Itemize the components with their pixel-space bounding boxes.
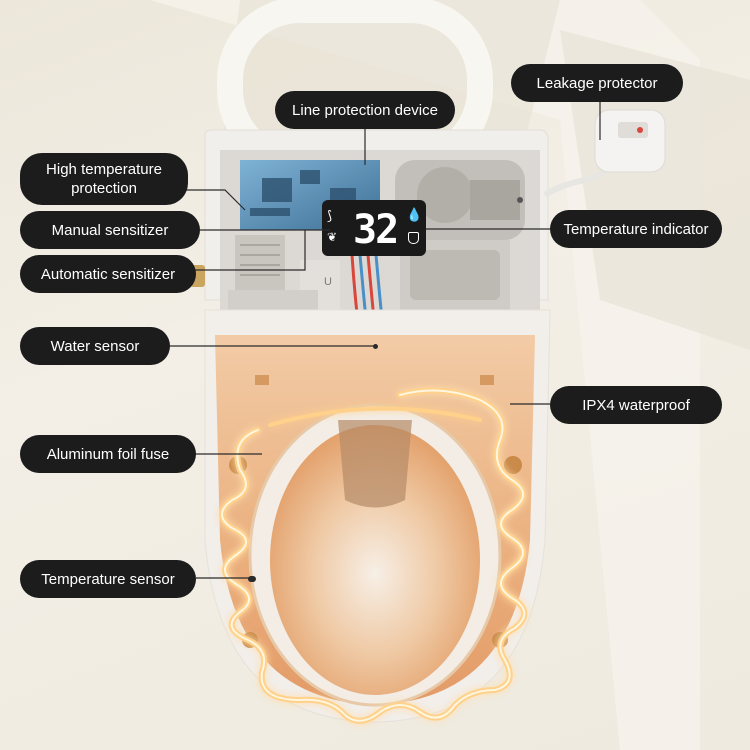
label-line-protection-device: Line protection device: [275, 91, 455, 129]
label-temperature-sensor: Temperature sensor: [20, 560, 196, 598]
temperature-display: [322, 200, 426, 256]
label-leakage-protector: Leakage protector: [511, 64, 683, 102]
water-drop-icon: 💧: [406, 207, 423, 222]
heating-wire: [219, 387, 528, 724]
leaf-eco-icon: ❦: [327, 230, 338, 244]
label-aluminum-foil-fuse: Aluminum foil fuse: [20, 435, 196, 473]
seat-heat-icon: ⟆: [327, 208, 333, 223]
label-water-sensor: Water sensor: [20, 327, 170, 365]
toilet-body: [204, 309, 551, 723]
shield-icon: [408, 232, 419, 244]
label-automatic-sensitizer: Automatic sensitizer: [20, 255, 196, 293]
temperature-sensor-dot: [248, 576, 256, 582]
water-sensor-dot: [373, 344, 378, 349]
label-high-temperature-protection: High temperature protection: [20, 153, 188, 205]
label-ipx4-waterproof: IPX4 waterproof: [550, 386, 722, 424]
leakage-protector-plug: [543, 109, 666, 198]
temperature-readout: 32: [353, 207, 399, 253]
label-manual-sensitizer: Manual sensitizer: [20, 211, 200, 249]
label-temperature-indicator: Temperature indicator: [550, 210, 722, 248]
u-mark: U: [324, 276, 332, 288]
